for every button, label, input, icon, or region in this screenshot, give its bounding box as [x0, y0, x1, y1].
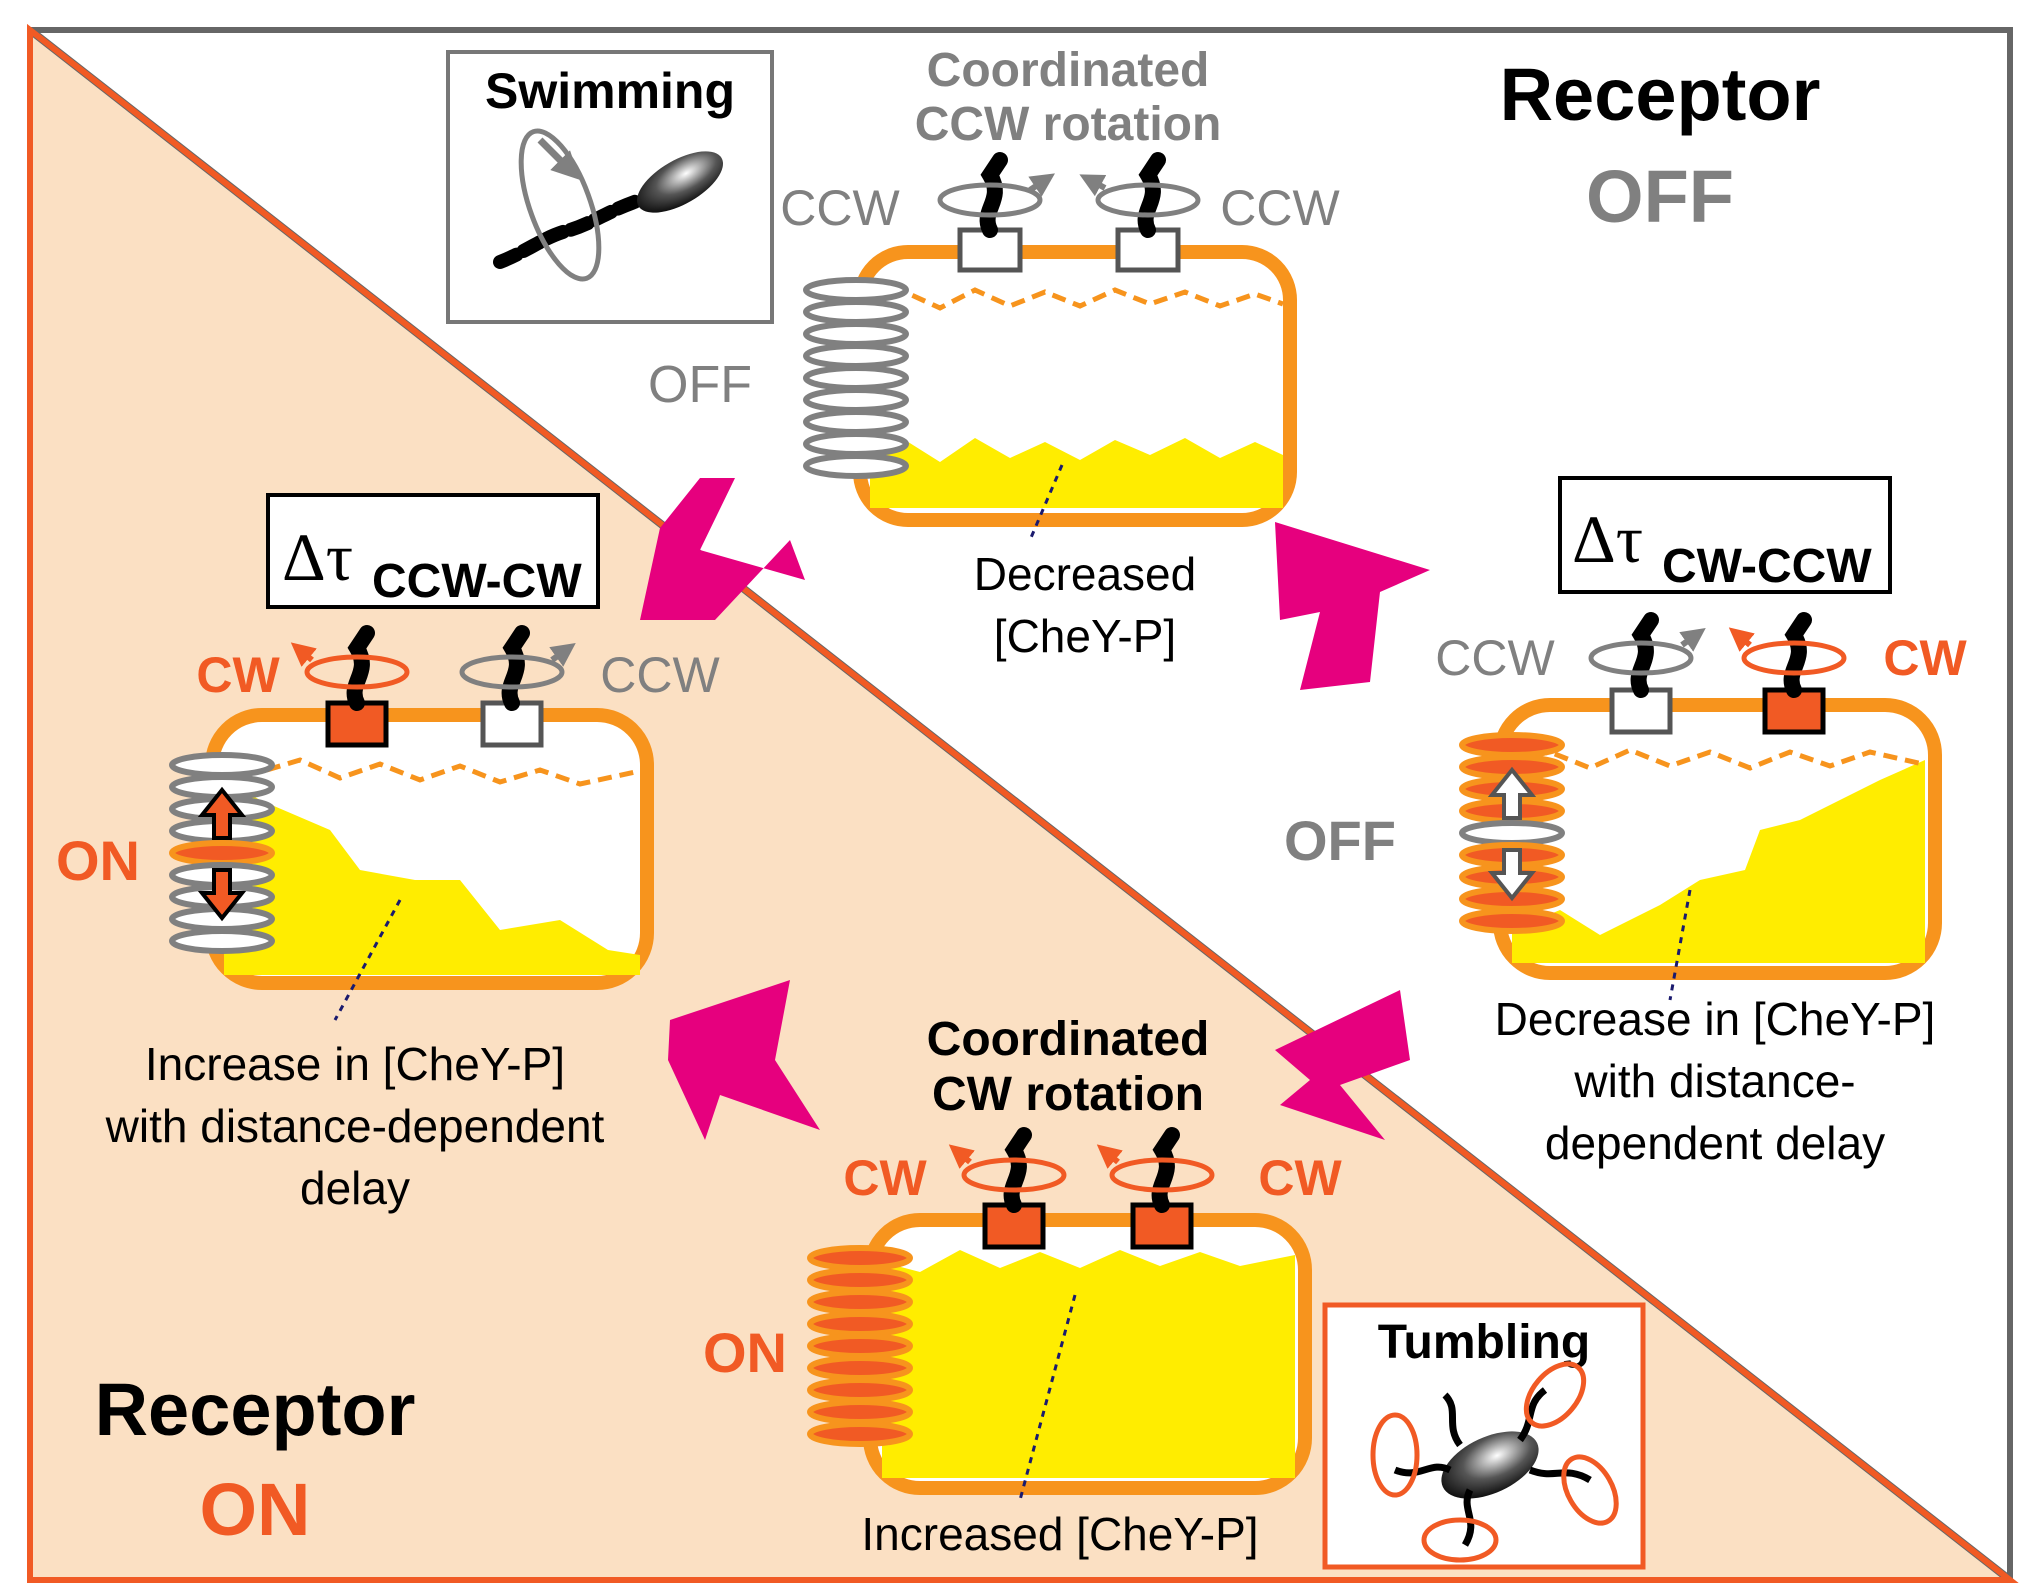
top-motor-left	[937, 152, 1055, 273]
right-down-arrow-icon	[1487, 848, 1537, 902]
left-caption-line2: with distance-dependent	[105, 1100, 605, 1152]
receptor-off-title: Receptor	[1500, 53, 1821, 136]
bottom-motor-right-label: CW	[1258, 1150, 1342, 1206]
left-caption-line1: Increase in [CheY-P]	[145, 1038, 565, 1090]
left-chey-level	[224, 780, 640, 975]
top-motor-right-label: CCW	[1220, 180, 1340, 236]
top-motor-right	[1079, 152, 1201, 273]
cycle-arrows	[640, 478, 1430, 1140]
right-motor-right-label: CW	[1883, 630, 1967, 686]
bottom-caption-line1: Increased [CheY-P]	[861, 1508, 1258, 1560]
right-motor-left-label: CCW	[1435, 630, 1555, 686]
top-heading-line1: Coordinated	[927, 44, 1210, 97]
right-receptor-cluster	[1459, 732, 1565, 934]
right-delay-symbol: Δτ	[1572, 501, 1643, 577]
bacterium-swimming-icon	[493, 128, 723, 282]
receptor-on-title: Receptor	[95, 1368, 416, 1451]
arrow-bottom-to-right-icon	[1275, 990, 1410, 1140]
right-delay-box	[1558, 476, 1892, 594]
bottom-receptor-cluster	[807, 1245, 913, 1447]
bottom-chey-level	[882, 1250, 1295, 1478]
arrow-right-to-top-icon	[1275, 522, 1430, 690]
top-caption-line2: [CheY-P]	[994, 610, 1176, 662]
bottom-cell-panel: Coordinated CW rotation ON CW	[703, 1013, 1342, 1560]
bacterium-tumbling-icon	[1370, 1361, 1619, 1563]
receptor-off-state: OFF	[1586, 155, 1734, 238]
top-heading-line2: CCW rotation	[915, 98, 1222, 151]
bottom-motor-left	[948, 1127, 1067, 1250]
right-delay-subscript: CW-CCW	[1662, 540, 1872, 593]
bottom-heading-line1: Coordinated	[927, 1013, 1210, 1066]
right-cell-panel: Δτ CW-CCW OFF CCW	[1284, 476, 1967, 1169]
top-receptor-cluster	[803, 277, 909, 479]
receptor-on-border	[27, 23, 2019, 1583]
left-motor-left-label: CW	[196, 647, 280, 703]
left-delay-subscript: CCW-CW	[372, 555, 582, 608]
tumbling-label: Tumbling	[1378, 1316, 1590, 1369]
top-caption-pointer	[1028, 464, 1064, 541]
left-up-arrow-icon	[197, 786, 247, 840]
swimming-inset: Swimming	[446, 50, 774, 324]
left-cluster-label: ON	[56, 829, 140, 892]
right-caption-line1: Decrease in [CheY-P]	[1495, 993, 1936, 1045]
top-cluster-label: OFF	[648, 356, 752, 414]
top-motor-left-label: CCW	[780, 180, 900, 236]
left-down-arrow-icon	[197, 868, 247, 922]
top-caption-line1: Decreased	[974, 548, 1196, 600]
left-motor-left	[290, 625, 410, 748]
right-up-arrow-icon	[1487, 766, 1537, 820]
left-delay-box	[266, 493, 600, 609]
swimming-label: Swimming	[485, 63, 735, 119]
bottom-cluster-label: ON	[703, 1321, 787, 1384]
left-receptor-cluster	[169, 752, 275, 954]
left-delay-symbol: Δτ	[282, 519, 353, 595]
right-threshold-line	[1511, 747, 1924, 771]
left-cell-panel: Δτ CCW-CW ON CW	[56, 493, 721, 1214]
right-motor-right	[1728, 612, 1847, 735]
right-caption-line2: with distance-	[1573, 1055, 1855, 1107]
left-caption-line3: delay	[300, 1162, 410, 1214]
right-cluster-label: OFF	[1284, 809, 1396, 872]
arrow-left-to-bottom-icon	[668, 980, 820, 1140]
left-motor-right-label: CCW	[600, 647, 720, 703]
top-threshold-line	[869, 287, 1284, 311]
arrow-top-to-left-icon	[640, 478, 805, 620]
right-chey-level	[1512, 760, 1925, 963]
bottom-motor-right	[1096, 1127, 1215, 1250]
right-motor-left	[1588, 612, 1706, 735]
right-caption-line3: dependent delay	[1545, 1117, 1885, 1169]
receptor-on-state: ON	[200, 1468, 311, 1551]
left-caption-pointer	[333, 899, 402, 1021]
top-chey-level	[870, 438, 1283, 508]
tumbling-inset: Tumbling	[1322, 1302, 1646, 1570]
left-threshold-line	[223, 757, 636, 787]
bottom-heading-line2: CW rotation	[932, 1068, 1204, 1121]
left-motor-right	[459, 625, 576, 748]
top-cell-panel: Coordinated CCW rotation OFF CCW	[648, 44, 1340, 662]
bottom-motor-left-label: CW	[843, 1150, 927, 1206]
